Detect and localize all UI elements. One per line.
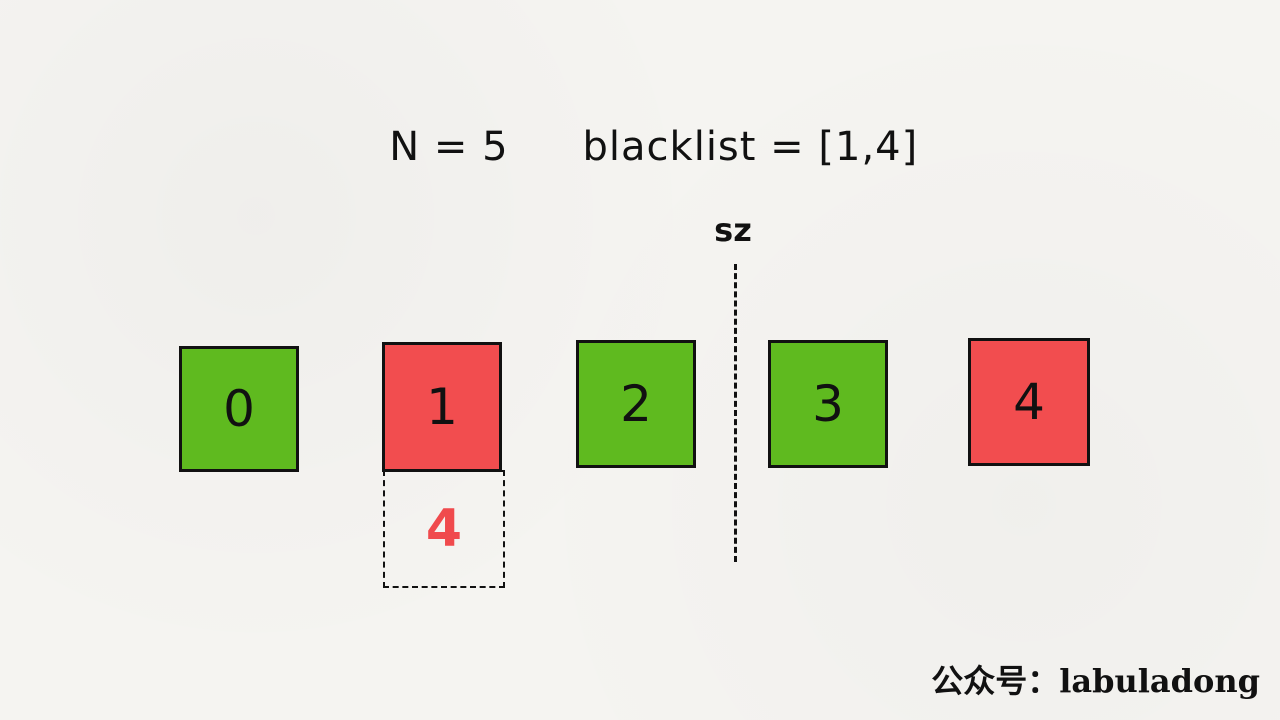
cell-3: 3 <box>768 340 888 468</box>
problem-title: N = 5 blacklist = [1,4] <box>0 78 1280 170</box>
cell-1: 1 <box>382 342 502 472</box>
mapped-value-box: 4 <box>383 470 505 588</box>
cell-2: 2 <box>576 340 696 468</box>
cell-0: 0 <box>179 346 299 472</box>
cell-4: 4 <box>968 338 1090 466</box>
watermark: 公众号：labuladong <box>931 662 1260 700</box>
n-value-text: N = 5 <box>389 124 509 170</box>
sz-label: sz <box>714 211 752 249</box>
blacklist-text: blacklist = [1,4] <box>582 124 919 170</box>
sz-divider-line <box>734 264 737 562</box>
